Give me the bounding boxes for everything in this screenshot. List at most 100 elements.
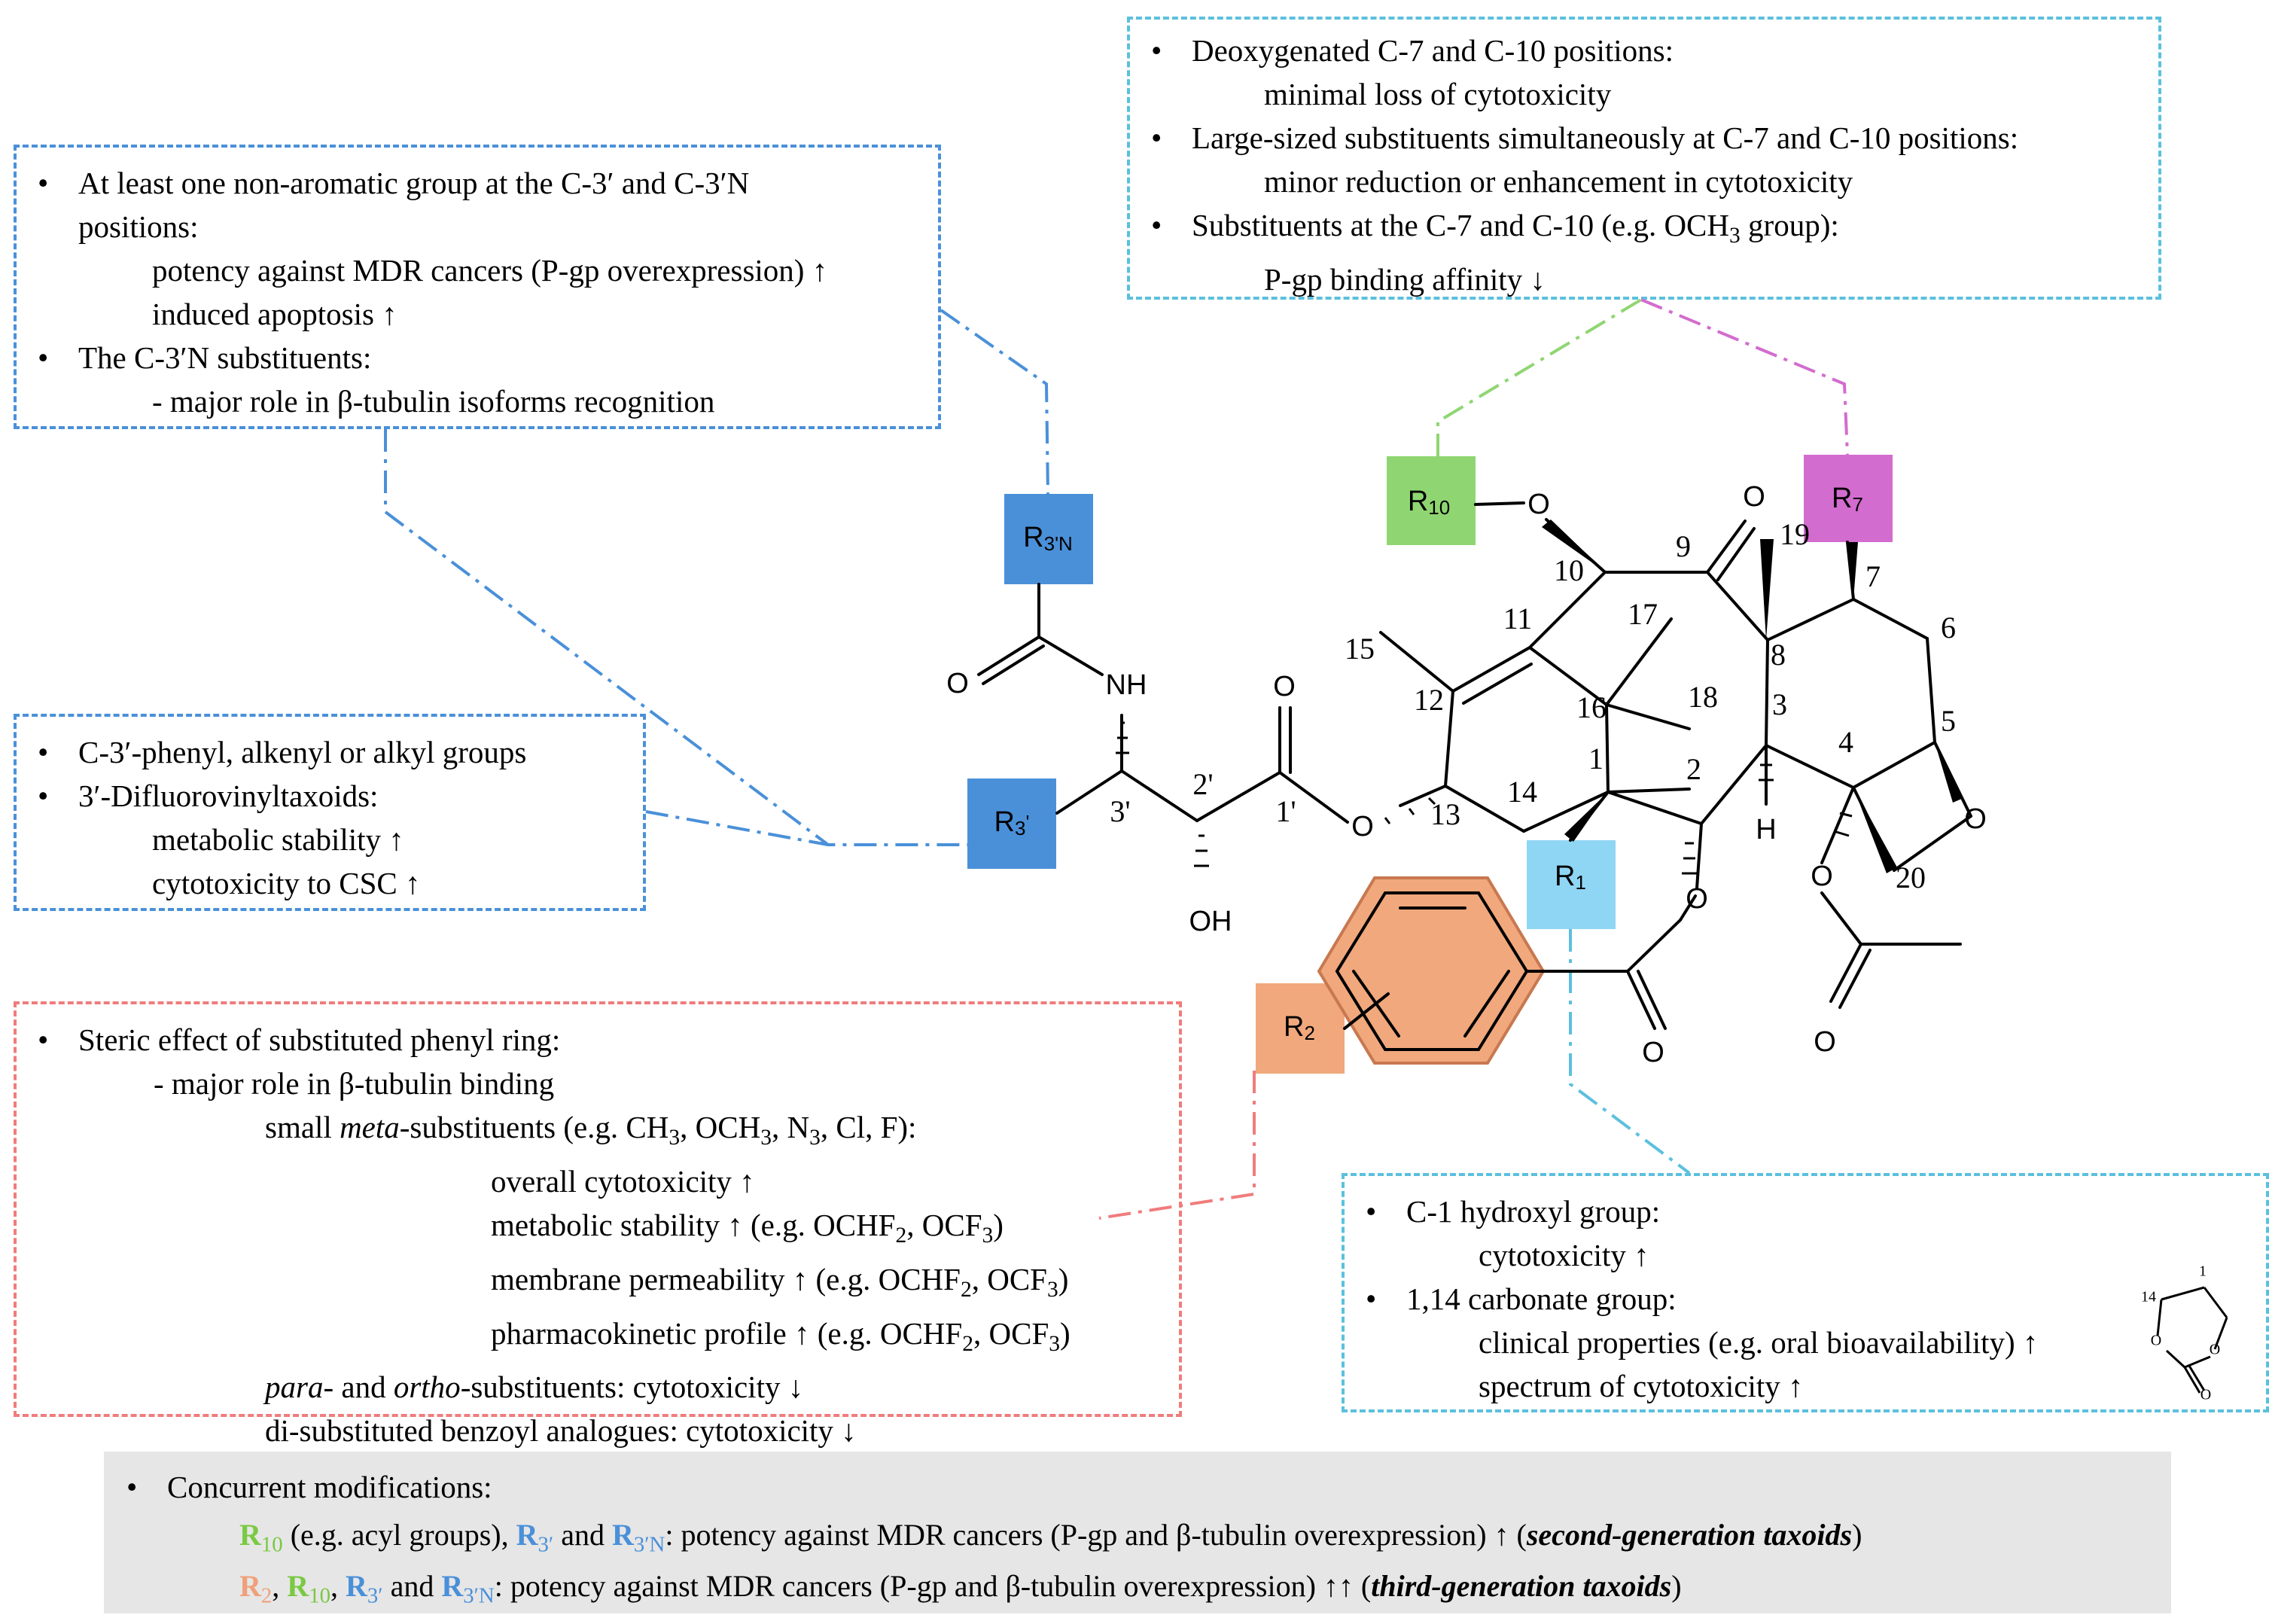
position-17: 17 — [1628, 597, 1658, 631]
r2-label: R2 — [1284, 1011, 1315, 1044]
oxygen-oxetane: O — [1964, 803, 1987, 835]
position-10: 10 — [1554, 553, 1584, 587]
position-5: 5 — [1941, 704, 1956, 738]
connector-r2 — [1098, 1071, 1256, 1220]
oxygen-acetate: O — [1811, 861, 1833, 892]
position-1: 1 — [1588, 742, 1604, 775]
oxygen-amide: O — [946, 668, 969, 699]
position-2prime: 2' — [1192, 767, 1213, 801]
c1-c14-box: •C-1 hydroxyl group: cytotoxicity ↑ •1,1… — [1342, 1173, 2269, 1412]
bullet-line: •Concurrent modifications: — [126, 1470, 492, 1504]
oxygen-c9: O — [1743, 481, 1765, 513]
oxygen-acetate-carbonyl: O — [1814, 1026, 1836, 1058]
position-15: 15 — [1345, 632, 1375, 666]
hydrogen-c3: H — [1756, 814, 1776, 846]
text-line: overall cytotoxicity ↑ — [491, 1163, 755, 1199]
text-line: di-substituted benzoyl analogues: cytoto… — [265, 1413, 857, 1449]
text-line: metabolic stability ↑ (e.g. OCHF2, OCF3) — [491, 1207, 1004, 1248]
position-3: 3 — [1772, 687, 1787, 721]
bullet-line: •C-3′-phenyl, alkenyl or alkyl groups — [38, 735, 527, 769]
r7-box — [1804, 455, 1893, 542]
r7-label: R7 — [1832, 483, 1863, 516]
text-line: cytotoxicity ↑ — [1479, 1238, 1649, 1272]
benzene-highlight — [1317, 876, 1546, 1065]
c3-prime-box: •C-3′-phenyl, alkenyl or alkyl groups •3… — [14, 714, 646, 911]
bullet-line: •Steric effect of substituted phenyl rin… — [38, 1022, 561, 1057]
position-6: 6 — [1941, 611, 1956, 644]
carbonyl-oxygen: O — [2200, 1387, 2211, 1403]
position-9: 9 — [1676, 529, 1691, 563]
text-line: - major role in β-tubulin isoforms recog… — [152, 384, 715, 419]
bullet-line: •C-1 hydroxyl group: — [1366, 1194, 1661, 1229]
text-line: pharmacokinetic profile ↑ (e.g. OCHF2, O… — [491, 1315, 1071, 1356]
r2-box — [1256, 983, 1345, 1074]
bullet-line: •3′-Difluorovinyltaxoids: — [38, 778, 379, 813]
position-18: 18 — [1688, 680, 1718, 714]
oxygen-c10: O — [1527, 489, 1550, 520]
r1-label: R1 — [1555, 861, 1586, 894]
third-generation-line: R2, R10, R3′ and R3′N: potency against M… — [239, 1569, 1682, 1608]
bullet-line: •1,14 carbonate group: — [1366, 1281, 1677, 1316]
oxygen-c2: O — [1686, 883, 1708, 915]
r3-box — [967, 778, 1056, 869]
connector-r3 — [384, 429, 967, 846]
r1-box — [1527, 840, 1616, 929]
text-line: clinical properties (e.g. oral bioavaila… — [1479, 1325, 2039, 1360]
oxygen-benzoyl: O — [1642, 1037, 1664, 1068]
position-7: 7 — [1865, 559, 1881, 593]
position-13: 13 — [1430, 797, 1460, 831]
amide-nh: NH — [1106, 669, 1147, 701]
bullet-line: •Large-sized substituents simultaneously… — [1151, 120, 2019, 155]
position-14: 14 — [1507, 775, 1537, 809]
position-4: 4 — [1838, 725, 1853, 759]
connector-r10 — [1436, 298, 1643, 456]
position-12: 12 — [1414, 683, 1444, 717]
text-line: membrane permeability ↑ (e.g. OCHF2, OCF… — [491, 1261, 1069, 1302]
ring-oxygen-right: O — [2210, 1342, 2220, 1358]
text-line: potency against MDR cancers (P-gp overex… — [152, 253, 828, 288]
connector-r3n — [940, 309, 1049, 495]
phenyl-ring-box: •Steric effect of substituted phenyl rin… — [14, 1001, 1182, 1448]
ring-oxygen-left: O — [2151, 1333, 2161, 1349]
text-line: para- and ortho-substituents: cytotoxici… — [265, 1370, 804, 1405]
text-line: induced apoptosis ↑ — [152, 297, 397, 331]
position-16: 16 — [1576, 690, 1607, 724]
bullet-line: •At least one non-aromatic group at the … — [38, 166, 750, 200]
position-1-label: 1 — [2199, 1263, 2207, 1280]
position-14-label: 14 — [2141, 1289, 2156, 1306]
text-line: minimal loss of cytotoxicity — [1264, 77, 1612, 111]
position-2: 2 — [1686, 752, 1701, 786]
r10-label: R10 — [1408, 486, 1450, 519]
bullet-line: •Substituents at the C-7 and C-10 (e.g. … — [1151, 208, 1839, 248]
text-line: cytotoxicity to CSC ↑ — [152, 866, 421, 900]
position-20: 20 — [1896, 861, 1926, 894]
r10-box — [1387, 456, 1476, 545]
text-line: - major role in β-tubulin binding — [154, 1066, 555, 1101]
carbonate-ring-structure: O O O 14 1 — [2141, 1263, 2228, 1403]
c7-c10-box: •Deoxygenated C-7 and C-10 positions: mi… — [1127, 17, 2161, 300]
text-line: spectrum of cytotoxicity ↑ — [1479, 1369, 1804, 1403]
c3-substituents-box: •At least one non-aromatic group at the … — [14, 145, 941, 429]
position-1prime: 1' — [1275, 794, 1296, 828]
text-line: small meta-substituents (e.g. CH3, OCH3,… — [265, 1110, 917, 1150]
connector-r1 — [1569, 929, 1691, 1175]
position-3prime: 3' — [1110, 794, 1130, 828]
oxygen-ester: O — [1351, 811, 1374, 842]
bullet-line: •The C-3′N substituents: — [38, 340, 372, 375]
second-generation-line: R10 (e.g. acyl groups), R3′ and R3′N: po… — [239, 1518, 1862, 1557]
text-line: P-gp binding affinity ↓ — [1264, 261, 1546, 297]
position-8: 8 — [1771, 638, 1786, 672]
r3-label: R3' — [994, 806, 1030, 839]
oxygen-ester-carbonyl: O — [1273, 671, 1296, 702]
r3n-label: R3'N — [1023, 522, 1073, 555]
connector-r3-box — [645, 810, 829, 846]
concurrent-modifications-panel: •Concurrent modifications: R10 (e.g. acy… — [104, 1452, 2171, 1613]
text-line: metabolic stability ↑ — [152, 822, 404, 857]
hydroxyl-2prime: OH — [1189, 906, 1232, 937]
text-line: positions: — [78, 209, 199, 244]
position-11: 11 — [1503, 602, 1533, 635]
position-19: 19 — [1780, 517, 1810, 551]
bullet-line: •Deoxygenated C-7 and C-10 positions: — [1151, 33, 1674, 68]
text-line: minor reduction or enhancement in cytoto… — [1264, 164, 1853, 199]
